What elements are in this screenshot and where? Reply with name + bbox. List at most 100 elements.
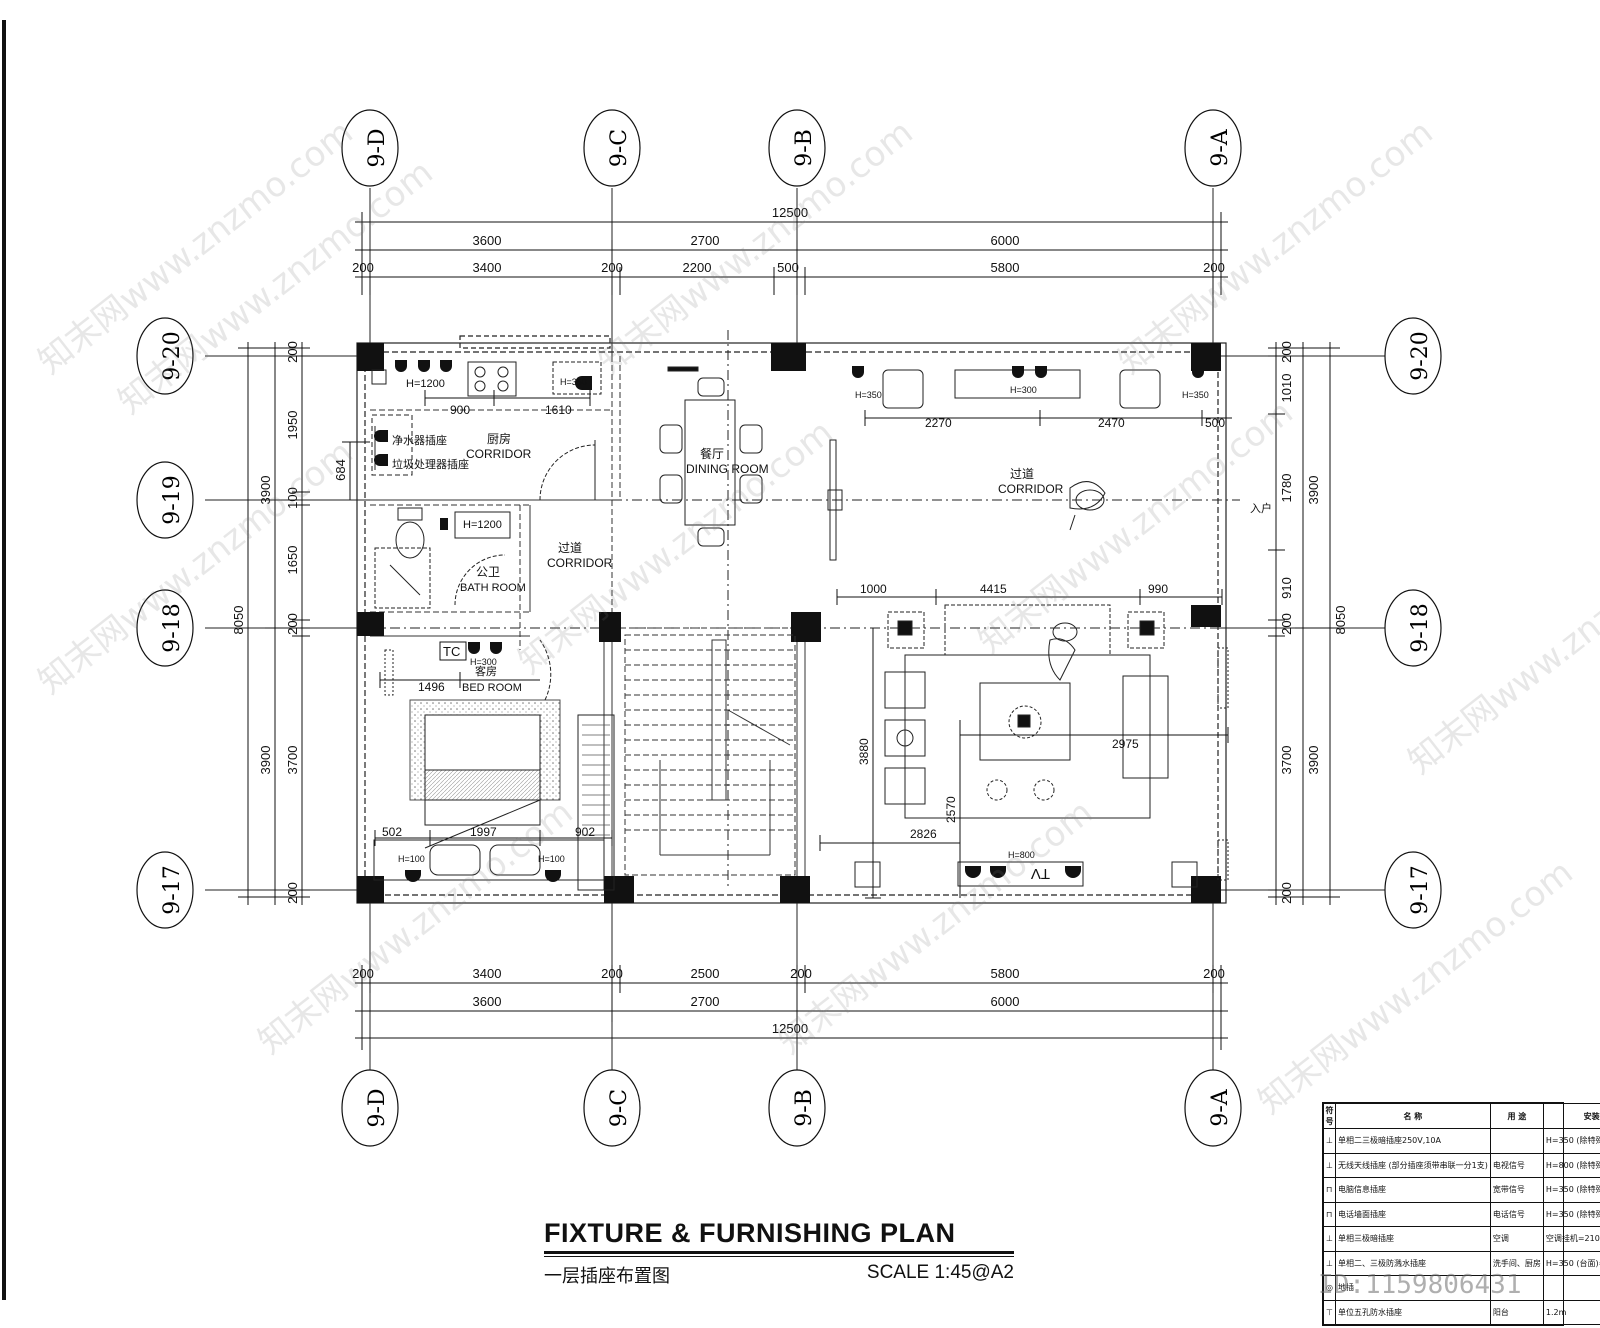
- outlet-label: 垃圾处理器插座: [392, 457, 469, 471]
- legend-use: 电视信号: [1489, 1152, 1544, 1178]
- drawing-title: FIXTURE & FURNISHING PLAN: [544, 1218, 1014, 1254]
- column: [1191, 876, 1221, 903]
- legend-height: H=350 (除特殊说明外): [1542, 1177, 1600, 1203]
- legend-use: 宽带信号: [1489, 1177, 1544, 1203]
- grid-bubble: [136, 317, 194, 395]
- outlet-height: H=100: [538, 854, 565, 864]
- room-name-cn: 过道: [558, 541, 582, 555]
- dimension-text: 1000: [860, 582, 887, 596]
- grid-label: 9-19: [160, 475, 185, 524]
- legend-symbol: ⊥: [1323, 1226, 1336, 1252]
- dimension-text: 2500: [691, 966, 720, 981]
- dining-table-set: [659, 366, 843, 561]
- legend-use: 空调: [1489, 1226, 1544, 1252]
- legend-name: 电话墙面插座: [1334, 1201, 1491, 1227]
- legend-use: 洗手间、厨房: [1489, 1250, 1544, 1276]
- dimension-text: 3700: [1279, 746, 1294, 775]
- drawing-title-block: FIXTURE & FURNISHING PLAN 一层插座布置图 SCALE …: [544, 1218, 1014, 1287]
- dimension-text: 1610: [545, 403, 572, 417]
- title-rule: [544, 1256, 1014, 1257]
- legend-name: 电脑信息插座: [1334, 1177, 1491, 1203]
- grid-label: 9-20: [1408, 331, 1433, 380]
- legend-symbol: ⊓: [1323, 1201, 1336, 1227]
- legend-header: 安装高度: [1542, 1103, 1600, 1129]
- grid-bubble: [136, 851, 194, 929]
- dimension-text: 200: [601, 966, 623, 981]
- dimension-text: 2470: [1098, 416, 1125, 430]
- legend-symbol: ⊤: [1323, 1299, 1336, 1325]
- column: [780, 876, 810, 903]
- dimension-text: 200: [285, 613, 300, 635]
- legend-symbol: ⊥: [1323, 1152, 1336, 1178]
- grid-bubble: [1184, 1069, 1242, 1147]
- dimension-text: 200: [1279, 613, 1294, 635]
- legend-name: 无线天线插座 (部分插座须带串联一分1支): [1334, 1152, 1491, 1178]
- grid-bubble: [341, 1069, 399, 1147]
- grid-bubble: [583, 1069, 641, 1147]
- symbol-legend-table: 符号 名 称 用 途 安装高度 ⊥ 单相二三极暗插座250V,10A H=350…: [1322, 1102, 1600, 1326]
- legend-height: 空调挂机=2100 空调柜=350: [1542, 1226, 1600, 1252]
- dimension-text: 200: [352, 260, 374, 275]
- grid-bubble: [1184, 109, 1242, 187]
- outlet-label: 净水器插座: [392, 433, 447, 447]
- outlet-height: H=350: [560, 377, 587, 387]
- dimension-text: 3880: [857, 738, 871, 765]
- drawing-title-cn: 一层插座布置图: [544, 1266, 670, 1287]
- dimension-text: 500: [777, 260, 799, 275]
- dimension-text: 5800: [991, 966, 1020, 981]
- outlet-height: H=1200: [463, 519, 502, 531]
- legend-height: 1.2m: [1542, 1299, 1600, 1325]
- grid-bubble: [341, 109, 399, 187]
- grid-bubble: [136, 461, 194, 539]
- dimension-text: 12500: [772, 205, 808, 220]
- dimension-text: 1496: [418, 680, 445, 694]
- grid-bubbles-bottom: [341, 1069, 1242, 1147]
- legend-header: 名 称: [1334, 1103, 1491, 1129]
- dimension-text: 3400: [473, 260, 502, 275]
- dimension-text: 990: [1148, 582, 1168, 596]
- living-furniture: [854, 604, 1229, 888]
- room-name-cn: 过道: [1010, 467, 1034, 481]
- room-name-cn: 餐厅: [700, 446, 724, 461]
- room-name-en: CORRIDOR: [466, 447, 532, 461]
- interior-walls: [370, 356, 806, 890]
- dimension-text: 2270: [925, 416, 952, 430]
- room-name-en: CORRIDOR: [998, 482, 1064, 496]
- bottom-dimension-lines: [355, 965, 1228, 1050]
- dimension-text: 3400: [473, 966, 502, 981]
- dimension-text: 3900: [1306, 476, 1321, 505]
- legend-name: 单相二三极暗插座250V,10A: [1334, 1128, 1491, 1154]
- legend-height: H=350 (台面)=1300: [1542, 1250, 1600, 1276]
- grid-label: 9-D: [365, 128, 390, 167]
- dimension-text: 3600: [473, 994, 502, 1009]
- legend-height: H=350 (除特殊说明外): [1542, 1128, 1600, 1154]
- dimension-text: 1650: [285, 546, 300, 575]
- dimension-text: 200: [790, 966, 812, 981]
- left-dimension-lines: [238, 342, 370, 905]
- entry-label: 入户: [1250, 501, 1272, 515]
- dimension-text: 6000: [991, 994, 1020, 1009]
- dimension-text: 910: [1279, 577, 1294, 599]
- top-dimension-lines: [355, 212, 1228, 295]
- drawing-scale: SCALE 1:45@A2: [866, 1262, 1014, 1283]
- grid-bubble: [768, 109, 826, 187]
- dimension-text: 200: [1279, 882, 1294, 904]
- legend-name: 单位五孔防水插座: [1334, 1299, 1491, 1325]
- legend-use: 电话信号: [1489, 1201, 1544, 1227]
- grid-bubble: [1384, 589, 1442, 667]
- dimension-text: 1997: [470, 825, 497, 839]
- legend-header: 符号: [1323, 1103, 1336, 1129]
- dimension-text: 902: [575, 825, 595, 839]
- dimension-text: 3900: [1306, 746, 1321, 775]
- room-name-en: CORRIDOR: [547, 556, 613, 570]
- dimension-text: 3600: [473, 233, 502, 248]
- kitchen-fixtures: [371, 361, 602, 501]
- dimension-text: 2700: [691, 233, 720, 248]
- room-name-en: BATH ROOM: [460, 582, 526, 594]
- grid-label: 9-17: [160, 865, 185, 914]
- legend-height: [1542, 1275, 1600, 1301]
- id-stamp: ID:1159806431: [1318, 1270, 1522, 1300]
- legend-use: [1489, 1128, 1544, 1154]
- dimension-text: 4415: [980, 582, 1007, 596]
- dimension-text: 200: [1203, 260, 1225, 275]
